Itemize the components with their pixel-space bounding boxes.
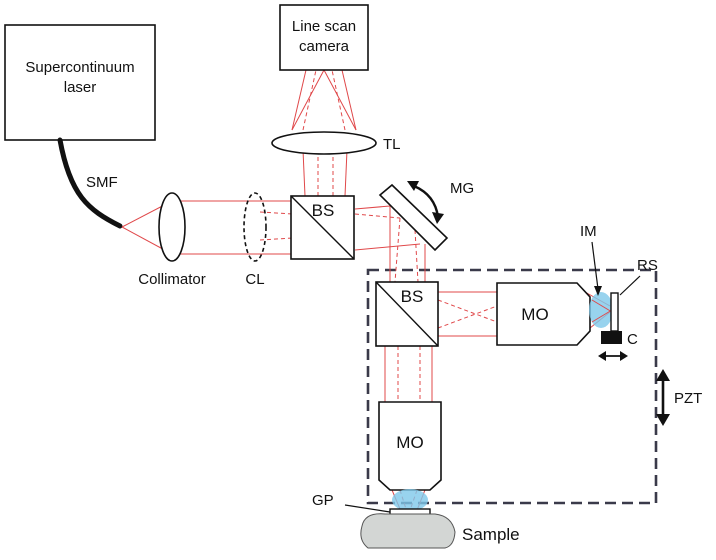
- laser-label-line2: laser: [64, 79, 97, 96]
- galvo-mirror: [378, 183, 449, 252]
- microscope-objective-sample: MO: [378, 401, 442, 491]
- beam-splitter-lower: BS: [375, 281, 439, 347]
- reference-holder: [601, 331, 622, 344]
- bs-upper-label: BS: [312, 201, 335, 220]
- im-label: IM: [580, 223, 597, 240]
- rotation-arrowhead-bottom: [432, 212, 444, 224]
- smf-label: SMF: [86, 174, 118, 191]
- collimator-lens: [158, 192, 186, 262]
- tl-label: TL: [383, 136, 401, 153]
- cl-label: CL: [245, 271, 264, 288]
- gp-pointer: [344, 504, 391, 513]
- mo-bottom-label: MO: [396, 433, 423, 452]
- microscope-objective-reference: MO: [496, 282, 591, 346]
- moving-stage-outline: [366, 268, 658, 505]
- c-label: C: [627, 331, 638, 348]
- mo-right-label: MO: [521, 305, 548, 324]
- line-scan-camera: Line scan camera: [279, 4, 369, 71]
- camera-label-line1: Line scan: [292, 18, 356, 35]
- mg-label: MG: [450, 180, 474, 197]
- beam-splitter-upper: BS: [290, 195, 355, 260]
- camera-label-line2: camera: [299, 38, 350, 55]
- gp-label: GP: [312, 492, 334, 509]
- immersion-medium-sample: [392, 489, 428, 511]
- sample: [360, 513, 456, 549]
- rs-label: RS: [637, 257, 658, 274]
- pzt-label: PZT: [674, 390, 702, 407]
- im-pointer: [591, 241, 599, 290]
- single-mode-fiber: [57, 137, 123, 229]
- rs-pointer: [619, 275, 641, 296]
- cylindrical-lens: [243, 192, 267, 262]
- collimator-label: Collimator: [138, 271, 206, 288]
- tube-lens: [271, 131, 377, 155]
- reference-surface: [610, 292, 619, 332]
- rotation-arrowhead-top: [407, 181, 419, 191]
- bs-lower-label: BS: [401, 287, 424, 306]
- sample-label: Sample: [462, 525, 520, 544]
- immersion-medium-reference: [589, 292, 613, 328]
- supercontinuum-laser: Supercontinuum laser: [4, 24, 156, 141]
- laser-label-line1: Supercontinuum: [25, 59, 134, 76]
